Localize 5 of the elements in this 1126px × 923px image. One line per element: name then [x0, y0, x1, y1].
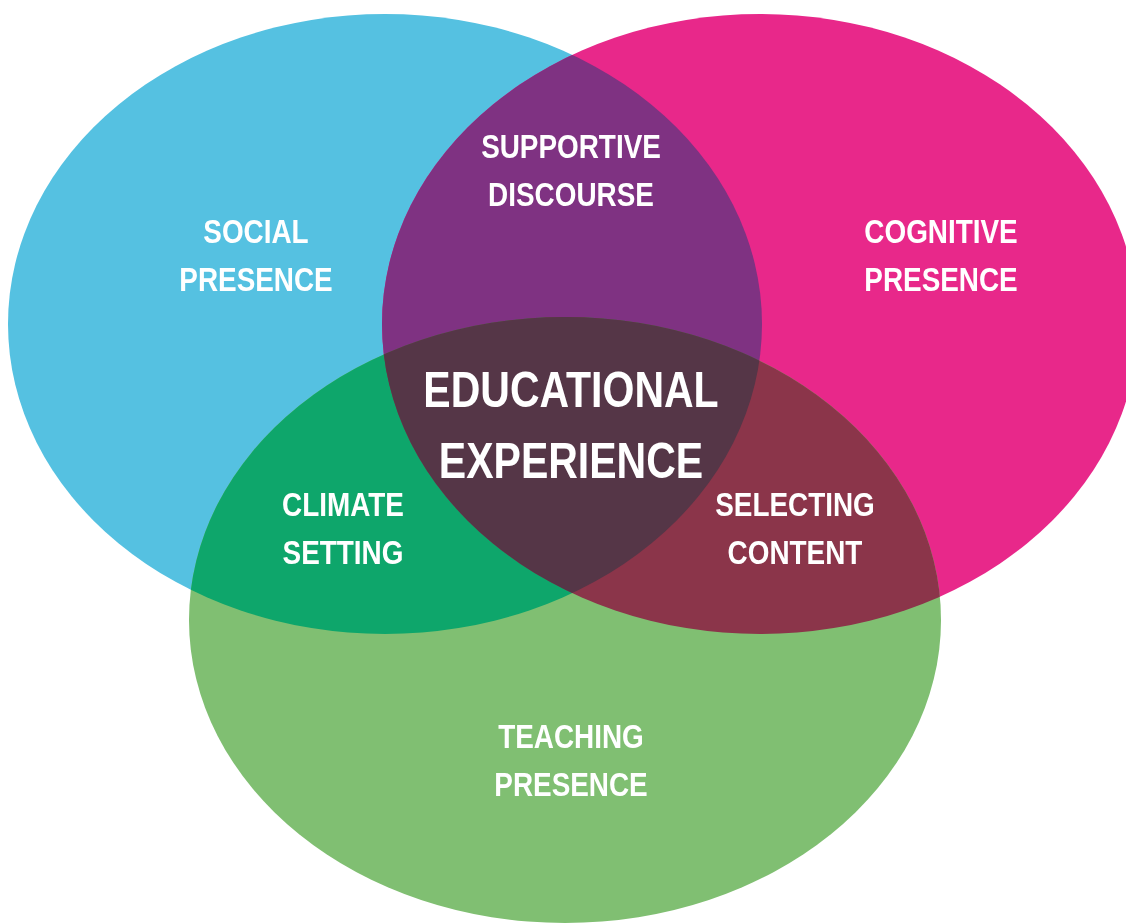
circle-label: TEACHING PRESENCE [472, 711, 670, 809]
circle-label: COGNITIVE PRESENCE [842, 206, 1040, 304]
overlap-label: CLIMATE SETTING [281, 483, 405, 573]
overlap-label: SUPPORTIVE DISCOURSE [480, 125, 662, 215]
circle-label: SOCIAL PRESENCE [157, 206, 355, 304]
